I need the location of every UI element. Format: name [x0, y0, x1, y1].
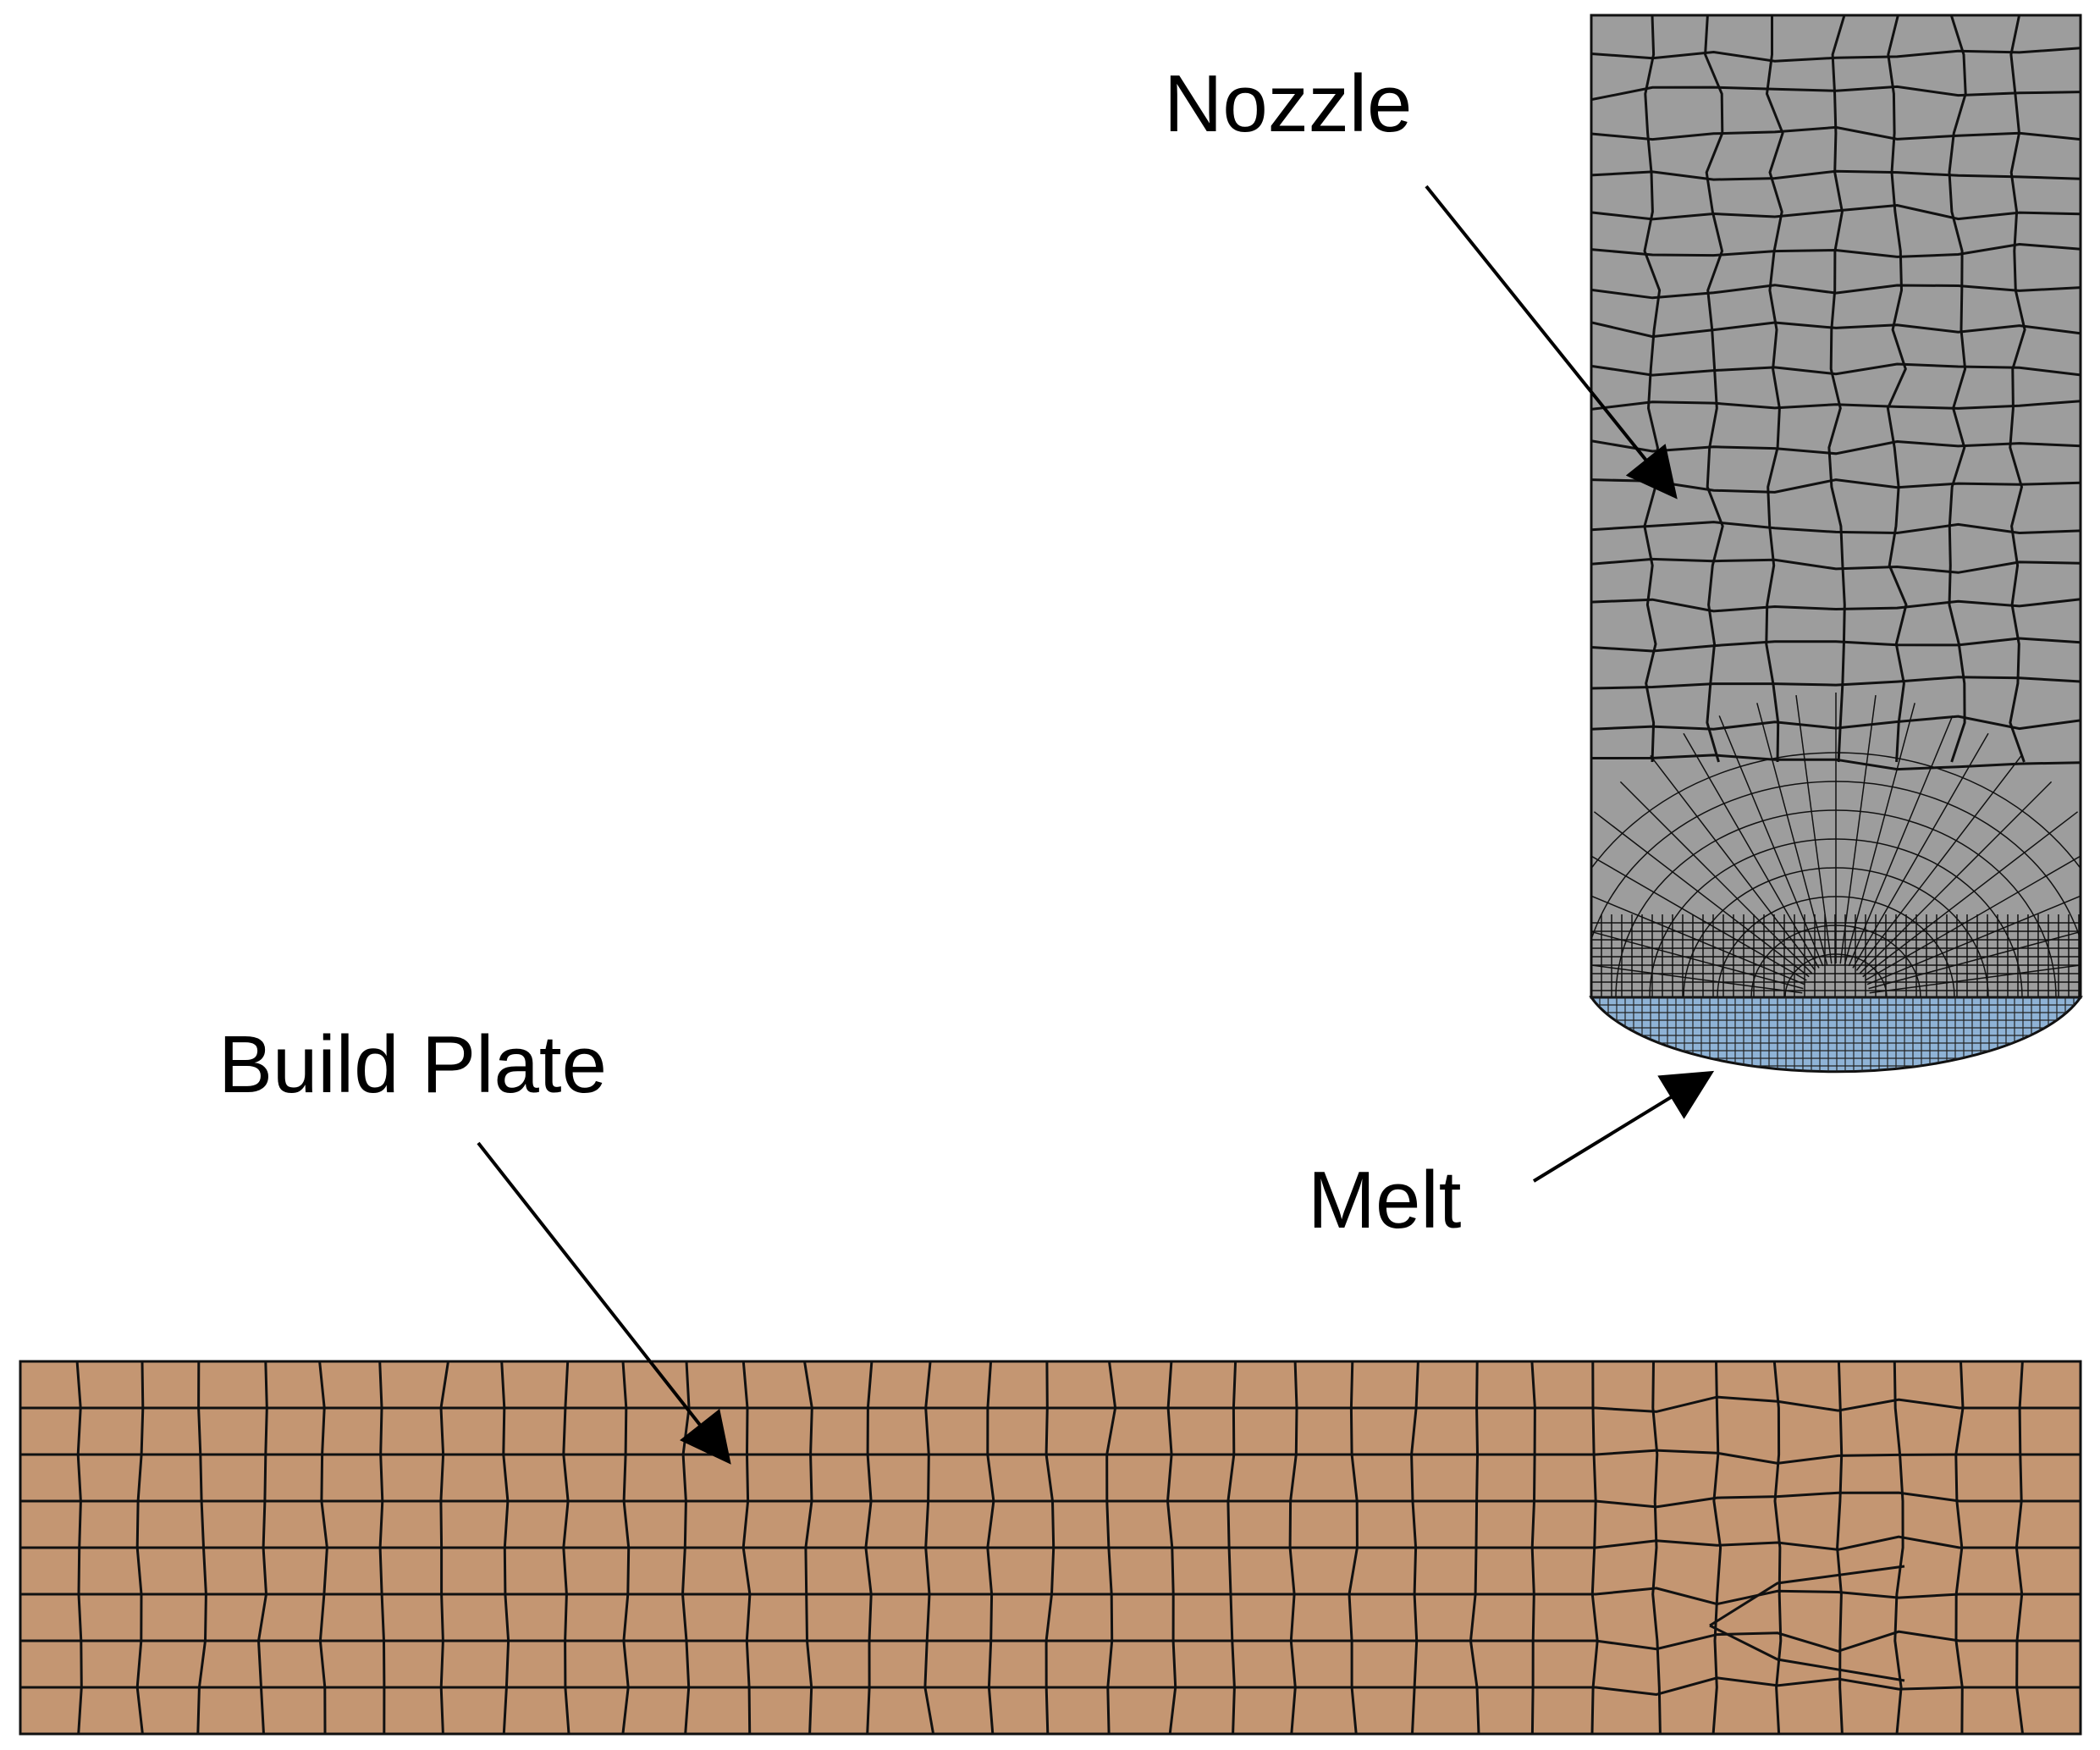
- nozzle-fan-line: [1844, 703, 1915, 965]
- nozzle-fan-line: [1869, 957, 2081, 994]
- nozzle-fan-arc: [1784, 953, 1888, 998]
- nozzle-mesh-line: [1765, 15, 1784, 763]
- nozzle-fan-line: [1591, 844, 1807, 981]
- nozzle-fan-arc: [1591, 781, 2081, 998]
- nozzle-mesh-line: [1591, 47, 2081, 63]
- build-plate-mesh-line: [20, 1587, 2081, 1606]
- nozzle-fan-arc: [1717, 896, 1955, 998]
- build-plate-mesh-line: [1711, 1361, 1722, 1734]
- nozzle-mesh-line: [1591, 557, 2081, 574]
- nozzle-fan-line: [1650, 754, 1816, 971]
- nozzle-mesh-line: [1591, 598, 2081, 613]
- nozzle-fan-line: [1619, 781, 1813, 974]
- nozzle-mesh-line: [1591, 203, 2081, 221]
- build-plate-mesh-line: [20, 1449, 2081, 1465]
- nozzle-mesh-line: [1591, 362, 2081, 377]
- build-plate-mesh-line: [1772, 1361, 1783, 1734]
- nozzle-label: Nozzle: [1164, 58, 1412, 149]
- nozzle-mesh-line: [1591, 637, 2081, 653]
- nozzle-fan-line: [1591, 957, 1803, 994]
- nozzle-mesh-line: [1704, 15, 1724, 763]
- nozzle-fan-line: [1865, 844, 2081, 981]
- build-plate-mesh-line: [20, 1491, 2081, 1509]
- build-plate-mesh-line: [1651, 1361, 1662, 1734]
- nozzle-fan-line: [1866, 880, 2081, 985]
- build-plate-mesh-line: [20, 1535, 2081, 1551]
- nozzle-fan-line: [1683, 732, 1820, 969]
- melt-region: [1589, 996, 2083, 1074]
- nozzle-mesh-line: [1591, 85, 2081, 102]
- melt: [1589, 996, 2083, 1074]
- build-plate-arrow: [477, 1141, 731, 1465]
- nozzle-mesh-line: [1827, 15, 1846, 763]
- nozzle-fan-line: [1839, 695, 1877, 964]
- nozzle: [1590, 14, 2082, 999]
- build-plate: [19, 1360, 2082, 1736]
- nozzle-mesh-line: [1948, 15, 1967, 763]
- nozzle-fan-line: [1859, 781, 2053, 974]
- nozzle-mesh: [1591, 15, 2081, 771]
- nozzle-mesh-line: [1591, 400, 2081, 411]
- nozzle-mesh-line: [1591, 676, 2081, 690]
- build-plate-mesh-line: [1836, 1361, 1844, 1734]
- nozzle-mesh-line: [1591, 169, 2081, 181]
- nozzle-fan-line: [1795, 695, 1833, 964]
- nozzle-fan-line: [1756, 703, 1828, 965]
- nozzle-mesh-line: [1591, 521, 2081, 535]
- nozzle-fan-arc: [1615, 809, 2057, 998]
- nozzle-fan-line: [1591, 880, 1805, 985]
- nozzle-fan-line: [1868, 918, 2081, 990]
- melt-label: Melt: [1308, 1155, 1461, 1245]
- build-plate-mesh-line: [20, 1630, 2081, 1653]
- nozzle-fan-line: [1855, 754, 2022, 971]
- nozzle-fan-arc: [1591, 752, 2081, 998]
- nozzle-arrow: [1425, 185, 1678, 500]
- nozzle-mesh-line: [1591, 284, 2081, 300]
- nozzle-fan-line: [1718, 715, 1824, 967]
- build-plate-label: Build Plate: [218, 1019, 607, 1110]
- build-plate-mesh-line: [20, 1676, 2081, 1697]
- build-plate-mesh-line: [1893, 1361, 1904, 1734]
- build-plate-mesh-line: [1709, 1565, 1905, 1682]
- melt-arrow: [1532, 1070, 1715, 1183]
- nozzle-mesh-line: [1591, 321, 2081, 339]
- nozzle-mesh-line: [1591, 242, 2081, 258]
- nozzle-mesh-line: [1591, 125, 2081, 141]
- build-plate-mesh-line: [20, 1395, 2081, 1413]
- nozzle-fan-arc: [1683, 867, 1989, 998]
